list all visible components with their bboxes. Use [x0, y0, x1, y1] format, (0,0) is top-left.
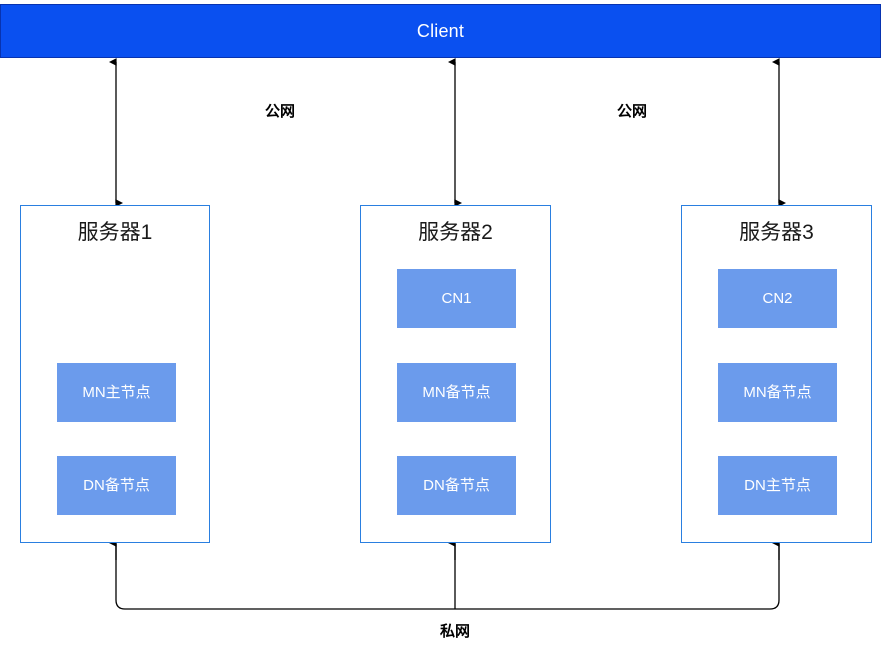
node-chip-cn1: CN1	[397, 269, 516, 328]
node-chip-dn-standby: DN备节点	[397, 456, 516, 515]
public-network-connectors	[109, 58, 786, 207]
server-box-3: 服务器3 CN2 MN备节点 DN主节点	[681, 205, 872, 543]
server-title-2: 服务器2	[418, 221, 493, 244]
private-network-label: 私网	[439, 623, 470, 640]
public-network-label-right: 公网	[616, 103, 647, 120]
server-title-3: 服务器3	[739, 221, 814, 244]
node-chip-mn-primary: MN主节点	[57, 363, 176, 422]
node-chip-label: MN备节点	[422, 384, 491, 401]
node-chip-label: CN2	[762, 290, 793, 307]
private-network-bus	[115, 544, 780, 610]
node-chip-dn-standby: DN备节点	[57, 456, 176, 515]
private-bus-path	[115, 544, 780, 610]
node-chip-label: DN主节点	[744, 477, 811, 494]
node-chip-label: DN备节点	[83, 477, 150, 494]
client-label: Client	[416, 21, 465, 41]
node-chip-dn-primary: DN主节点	[718, 456, 837, 515]
server-title-1: 服务器1	[77, 221, 153, 244]
node-chip-label: CN1	[441, 290, 472, 307]
node-chip-cn2: CN2	[718, 269, 837, 328]
node-chip-label: MN主节点	[82, 384, 151, 401]
client-node: Client	[0, 4, 881, 58]
node-chip-mn-standby: MN备节点	[718, 363, 837, 422]
node-chip-label: MN备节点	[743, 384, 812, 401]
node-chip-label: DN备节点	[423, 477, 490, 494]
server-box-2: 服务器2 CN1 MN备节点 DN备节点	[360, 205, 551, 543]
node-chip-mn-standby: MN备节点	[397, 363, 516, 422]
private-network-arrowheads	[109, 539, 780, 560]
public-network-label-left: 公网	[264, 103, 295, 120]
server-box-1: 服务器1 MN主节点 DN备节点	[20, 205, 210, 543]
